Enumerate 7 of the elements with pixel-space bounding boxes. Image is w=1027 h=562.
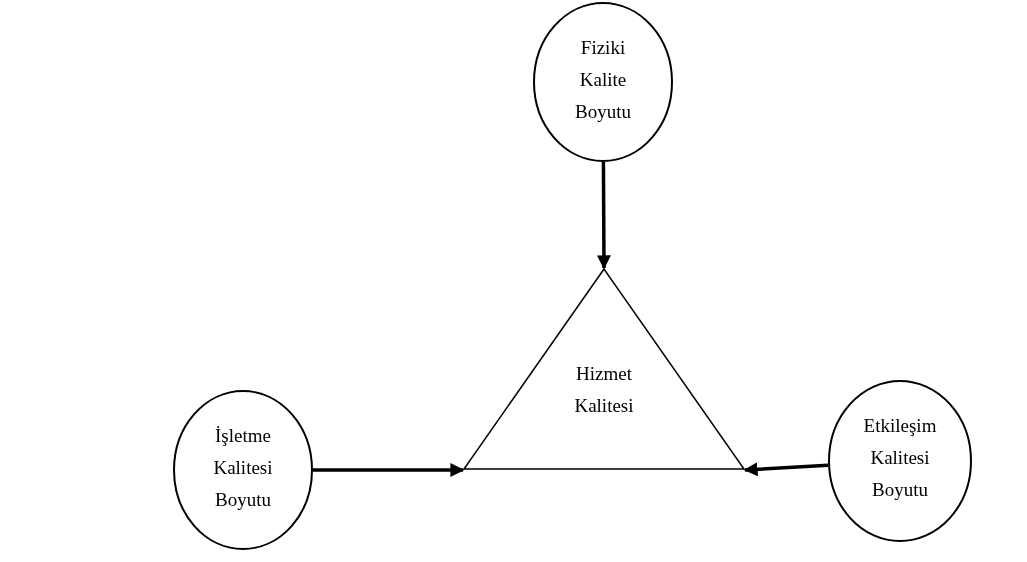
arrow xyxy=(313,463,465,477)
arrow xyxy=(596,162,611,270)
node-label: Hizmet Kalitesi xyxy=(573,362,635,418)
arrow xyxy=(743,462,829,477)
node-label: Etkileşim Kalitesi Boyutu xyxy=(862,414,938,502)
node-label: İşletme Kalitesi Boyutu xyxy=(212,424,274,512)
node-label: Fiziki Kalite Boyutu xyxy=(574,36,632,124)
